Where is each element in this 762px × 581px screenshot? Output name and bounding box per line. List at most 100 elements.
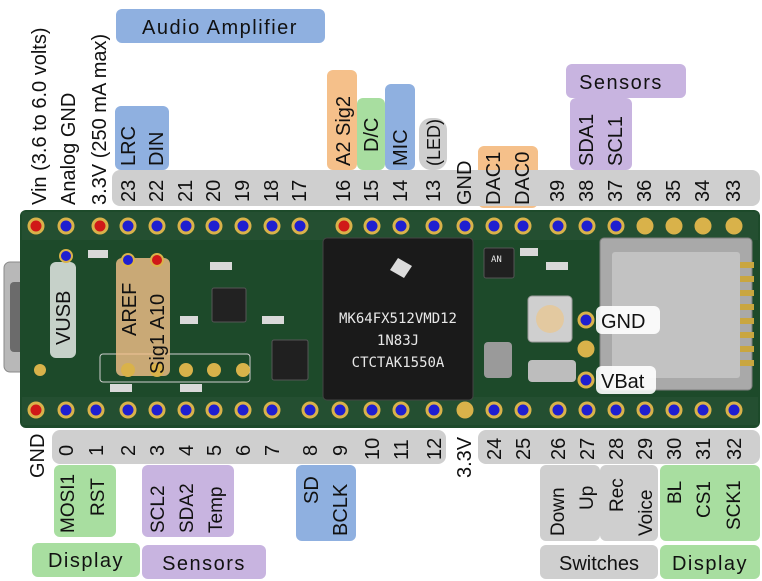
top-pin-number: 39 [547,180,569,202]
bottom-pin-number: 9 [330,445,352,456]
rec-label: Rec [607,478,628,512]
down-label: Down [548,487,569,536]
top-pin-number: 38 [576,180,598,202]
bottom-pin-number: 28 [606,438,628,460]
pad-9 [333,403,347,417]
pad-mid-board [579,342,593,356]
sensors-top-label: Sensors [579,72,663,94]
pad-33v [93,219,107,233]
pad-vin [29,219,43,233]
pad-30 [667,403,681,417]
pad-6 [236,403,250,417]
sck1-label: SCK1 [724,480,745,530]
sd-label: SD [301,476,323,504]
pad-7 [265,403,279,417]
bottom-pin-number: 0 [56,445,78,456]
v33-bottom-label: 3.3V [454,436,476,478]
chip-line2: 1N83J [377,333,419,349]
capacitor [484,342,512,378]
top-pin-number: 36 [634,180,656,202]
bottom-pin-number: 32 [724,438,746,460]
pad-1 [89,403,103,417]
top-pin-number: 18 [261,180,283,202]
pad-25 [516,403,530,417]
pad-15 [365,219,379,233]
scl2-label: SCL2 [148,485,169,533]
pad-aref [122,254,134,266]
pad-10 [365,403,379,417]
pad-12 [427,403,441,417]
pad-3 [150,403,164,417]
pad-17 [293,219,307,233]
pad-8 [303,403,317,417]
bottom-pin-number: 8 [300,445,322,456]
up-label: Up [577,486,598,510]
bl-label: BL [665,481,686,504]
sig1-a10-label: Sig1 A10 [147,294,169,374]
sensors-bottom-label: Sensors [162,553,246,575]
pad-13 [427,219,441,233]
chip-line3: CTCTAK1550A [352,355,445,371]
pad-39 [551,219,565,233]
bottom-pin-number: 11 [391,439,413,460]
gnd-board-label: GND [601,311,645,333]
bottom-pin-number: 27 [577,438,599,460]
pad-28 [609,403,623,417]
top-pin-number: 17 [289,180,311,202]
bottom-pin-number: 4 [176,445,198,456]
bottom-pin-number: 6 [233,445,255,456]
bottom-pin-number: 7 [262,445,284,456]
pad-21 [179,219,193,233]
pad-sig1-d [207,363,221,377]
pad-dac0 [516,219,530,233]
pad-32 [727,403,741,417]
sda2-label: SDA2 [177,483,198,533]
pad-26 [551,403,565,417]
mosi1-label: MOSI1 [58,474,79,533]
pad-dac1 [487,219,501,233]
bottom-pin-number: 5 [204,445,226,456]
pad-0 [59,403,73,417]
scl1-label: SCL1 [605,116,627,166]
top-pin-number: 15 [361,180,383,202]
amplifier-ic [272,340,308,380]
pad-sig1-c [179,363,193,377]
pad-24 [487,403,501,417]
vusb-label: VUSB [53,291,75,345]
pad-gnd-board [579,313,593,327]
analog-gnd-label: Analog GND [58,93,80,205]
pad-29 [638,403,652,417]
display-right-label: Display [672,553,748,575]
lrc-label: LRC [118,126,140,166]
bottom-pin-number: 30 [664,438,686,460]
top-pin-number: 13 [423,180,445,202]
vin-label: Vin (3.6 to 6.0 volts) [29,28,51,206]
pad-18 [265,219,279,233]
a2sig2-label: A2 Sig2 [333,96,355,166]
bclk-label: BCLK [330,483,352,536]
pad-34 [696,219,710,233]
crystal [528,360,576,382]
top-pin-number: 37 [605,180,627,202]
dac0-label: DAC0 [512,152,534,205]
pad-4 [179,403,193,417]
switches-label: Switches [559,553,639,575]
top-pin-number: 16 [333,180,355,202]
pad-35 [667,219,681,233]
bottom-pin-number: 24 [484,438,506,460]
dc-label: D/C [361,118,383,152]
pad-19 [236,219,250,233]
top-pin-number: 34 [692,180,714,202]
pad-20 [207,219,221,233]
pad-22 [150,219,164,233]
pad-33v-bottom [458,403,472,417]
pad-37 [609,219,623,233]
chip-line1: MK64FX512VMD12 [339,311,457,327]
pad-27 [580,403,594,417]
rst-label: RST [88,478,109,516]
pad-14 [394,219,408,233]
top-pin-number: 20 [203,180,225,202]
pad-23 [121,219,135,233]
cs1-label: CS1 [694,481,715,518]
